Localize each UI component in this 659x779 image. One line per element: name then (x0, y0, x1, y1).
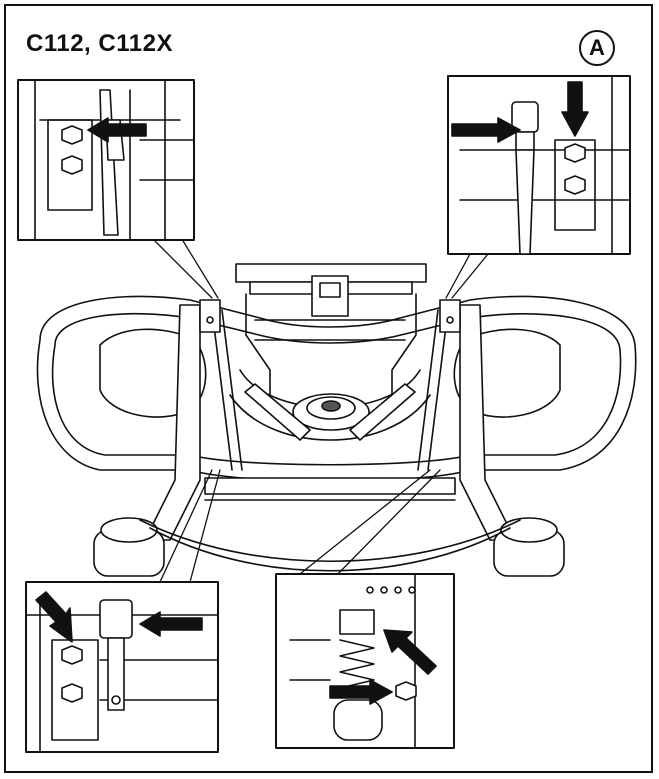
right-belt-arm (349, 383, 416, 441)
deck-left-lobe (99, 328, 207, 418)
right-side-arm (417, 299, 516, 541)
bolt (61, 125, 83, 145)
left-belt-arm (244, 383, 311, 441)
arrow-left-icon (139, 611, 203, 637)
detail-inset-bottom-left (25, 581, 219, 753)
bolt (564, 175, 586, 195)
bolt (395, 681, 417, 701)
deck-shell (36, 295, 637, 483)
front-bumper (139, 519, 521, 562)
leader-lines (149, 235, 489, 583)
arrow-down-icon (561, 81, 589, 137)
bolt (61, 645, 83, 665)
deck-right-lobe (453, 328, 561, 418)
detail-inset-top-left (17, 79, 195, 241)
arrow-right-icon (329, 679, 393, 705)
detail-inset-top-right (447, 75, 631, 255)
frame-left-upright (245, 293, 271, 396)
bolt (564, 143, 586, 163)
frame-right-upright (391, 293, 417, 396)
arrow-down-icon (35, 591, 73, 643)
arrow-left-icon (87, 117, 147, 143)
model-label: C112, C112X (26, 30, 173, 57)
spindle-pulley (292, 393, 370, 431)
deck-center-channel-2 (229, 394, 431, 441)
bolt (61, 155, 83, 175)
arrow-up-left-icon (383, 629, 437, 675)
panel-letter-badge: A (579, 30, 615, 66)
center-bracket (311, 275, 349, 317)
arrow-right-icon (451, 117, 521, 143)
right-gauge-wheel (493, 517, 565, 577)
bolt (61, 683, 83, 703)
detail-inset-bottom-right (275, 573, 455, 749)
mower-deck (36, 295, 637, 483)
left-side-arm (144, 299, 243, 541)
deck-hanger-frame (204, 263, 456, 501)
left-gauge-wheel (93, 517, 165, 577)
